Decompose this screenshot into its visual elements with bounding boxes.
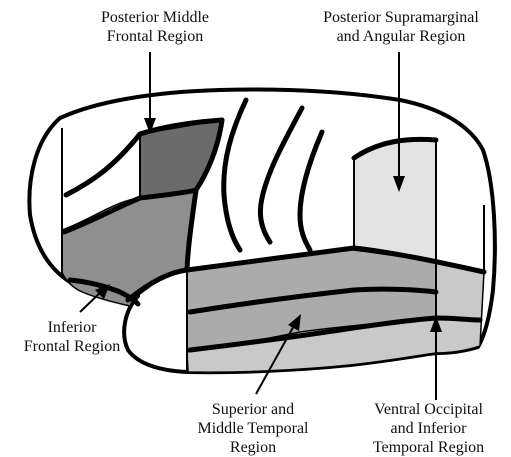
label-superior-middle-temporal-region: Superior and Middle Temporal Region <box>168 400 338 457</box>
label-posterior-supramarginal-angular-region: Posterior Supramarginal and Angular Regi… <box>296 8 506 46</box>
region-posterior-supramarginal-angular <box>354 140 436 262</box>
label-line: Posterior Middle <box>70 8 240 27</box>
label-posterior-middle-frontal-region: Posterior Middle Frontal Region <box>70 8 240 46</box>
label-line: Superior and <box>168 400 338 419</box>
label-line: and Inferior <box>346 419 511 438</box>
label-line: Inferior <box>2 318 142 337</box>
label-ventral-occipital-inferior-temporal-region: Ventral Occipital and Inferior Temporal … <box>346 400 511 457</box>
label-line: Posterior Supramarginal <box>296 8 506 27</box>
label-line: Middle Temporal <box>168 419 338 438</box>
label-line: Ventral Occipital <box>346 400 511 419</box>
label-line: Frontal Region <box>2 337 142 356</box>
label-line: and Angular Region <box>296 27 506 46</box>
label-line: Frontal Region <box>70 27 240 46</box>
label-line: Temporal Region <box>346 438 511 457</box>
label-line: Region <box>168 438 338 457</box>
label-inferior-frontal-region: Inferior Frontal Region <box>2 318 142 356</box>
